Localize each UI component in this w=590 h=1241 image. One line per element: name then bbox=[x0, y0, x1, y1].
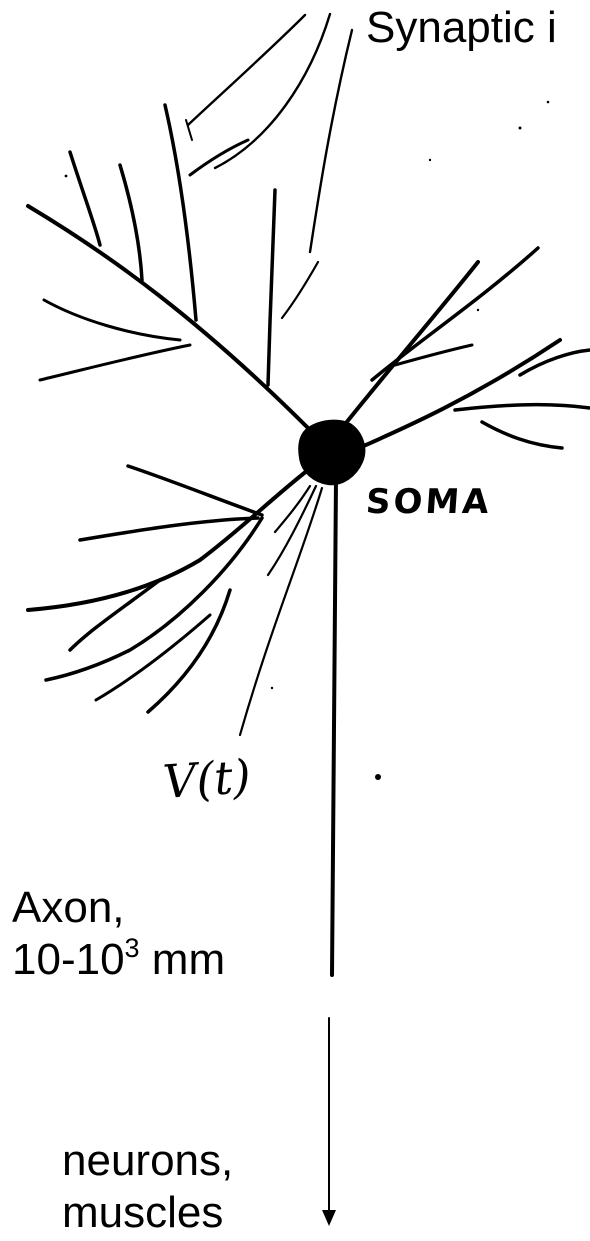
targets-label: neurons, muscles bbox=[62, 1135, 233, 1239]
dendrite-lower-left-twig bbox=[148, 590, 230, 712]
dendrite-lower-left-twig bbox=[128, 466, 262, 515]
dendrite-upper-left-twig bbox=[44, 300, 180, 340]
input-fiber bbox=[310, 30, 352, 252]
axon-label-line1: Axon, bbox=[12, 882, 225, 934]
dendrite-lower-left-twig bbox=[46, 518, 262, 680]
input-fiber bbox=[282, 262, 318, 318]
dendrite-upper-left-twig bbox=[120, 165, 142, 280]
axon-length-base: 10-10 bbox=[12, 935, 125, 984]
output-arrowhead bbox=[322, 1210, 336, 1226]
dendrite-upper-left-twig bbox=[190, 140, 248, 175]
axon-label: Axon, 10-103 mm bbox=[12, 882, 225, 986]
input-fiber bbox=[215, 14, 330, 168]
dendrite-upper-left-twig bbox=[70, 152, 100, 245]
dendrite-upper-left-main bbox=[28, 206, 310, 430]
dendrite-upper-left-twig bbox=[40, 345, 190, 380]
dendrite-right-twig bbox=[372, 248, 538, 380]
synaptic-inputs-label: Synaptic i bbox=[366, 2, 557, 54]
dendrite-right-lower bbox=[350, 340, 560, 452]
targets-line2: muscles bbox=[62, 1187, 233, 1239]
soma-label: SOMA bbox=[365, 482, 493, 522]
dendrite-upper-left-twig bbox=[268, 190, 275, 385]
membrane-potential-label: V(t) bbox=[161, 749, 252, 809]
soma-body bbox=[299, 421, 364, 485]
dendrite-lower-left-main bbox=[28, 470, 308, 610]
axon-length-unit: mm bbox=[140, 935, 226, 984]
axon-length-exponent: 3 bbox=[125, 933, 140, 963]
input-fiber bbox=[188, 15, 305, 125]
dendrite-right-twig bbox=[455, 405, 590, 410]
targets-line1: neurons, bbox=[62, 1135, 233, 1187]
axon-length-line: 10-103 mm bbox=[12, 934, 225, 986]
dendrite-right-twig bbox=[520, 350, 590, 375]
axon bbox=[332, 478, 336, 975]
dendrite-right-twig bbox=[482, 422, 562, 448]
